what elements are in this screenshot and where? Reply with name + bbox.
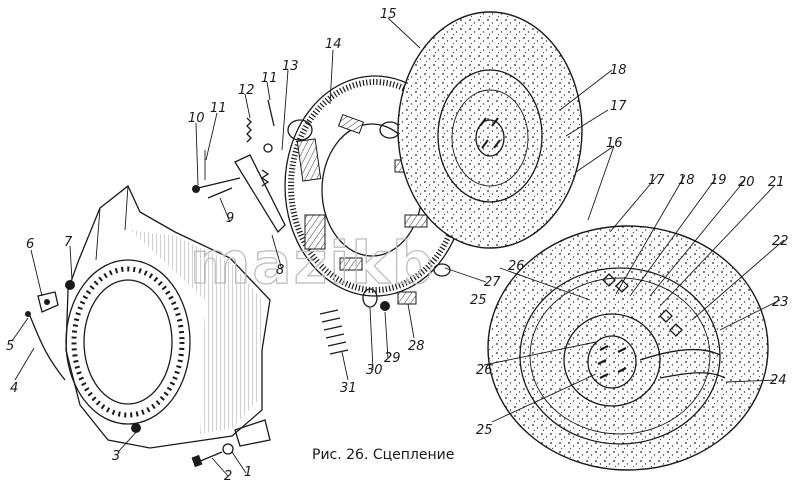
figure-caption: Рис. 26. Сцепление <box>312 447 454 463</box>
callout-20: 20 <box>738 175 755 190</box>
callout-17b: 17 <box>648 173 665 188</box>
callout-5: 5 <box>6 339 14 354</box>
callout-6: 6 <box>26 237 34 252</box>
callout-21: 21 <box>768 175 785 190</box>
callout-26a: 26 <box>476 363 493 378</box>
callout-7: 7 <box>64 235 73 250</box>
callout-2: 2 <box>224 469 232 484</box>
callout-26b: 26 <box>508 259 525 274</box>
callout-23: 23 <box>772 295 789 310</box>
clutch-housing <box>65 184 271 449</box>
callout-27: 27 <box>484 275 501 290</box>
callout-12: 12 <box>238 83 255 98</box>
watermark: mazikb <box>190 229 435 297</box>
callout-18b: 18 <box>678 173 695 188</box>
callout-18a: 18 <box>610 63 627 78</box>
callout-25a: 25 <box>476 423 493 438</box>
callout-1: 1 <box>244 465 252 480</box>
callout-16: 16 <box>606 136 623 151</box>
callout-11a: 11 <box>210 101 227 116</box>
callout-24: 24 <box>770 373 787 388</box>
flywheel <box>487 225 769 471</box>
callout-25b: 25 <box>470 293 487 308</box>
callout-13: 13 <box>282 59 299 74</box>
callout-15: 15 <box>380 7 397 22</box>
callout-14: 14 <box>325 37 342 52</box>
bolt-washer <box>191 443 234 468</box>
callout-22: 22 <box>772 234 789 249</box>
callout-29: 29 <box>384 351 401 366</box>
callout-11b: 11 <box>261 71 278 86</box>
callout-3: 3 <box>112 449 120 464</box>
callout-10: 10 <box>188 111 205 126</box>
callout-31: 31 <box>340 381 357 396</box>
callout-17a: 17 <box>610 99 627 114</box>
driven-disc <box>397 11 583 249</box>
release-lever-assembly <box>192 99 286 234</box>
leader-lines <box>11 17 785 477</box>
callout-28: 28 <box>408 339 425 354</box>
callout-4: 4 <box>10 381 18 396</box>
callout-30: 30 <box>366 363 383 378</box>
pressure-spring <box>319 288 417 355</box>
callout-19: 19 <box>710 173 727 188</box>
callout-labels: 1 2 3 4 5 6 7 8 9 10 11 11 12 13 14 15 1… <box>6 7 789 484</box>
release-fork-parts <box>25 291 66 381</box>
callout-8: 8 <box>276 263 284 278</box>
callout-9: 9 <box>226 211 234 226</box>
